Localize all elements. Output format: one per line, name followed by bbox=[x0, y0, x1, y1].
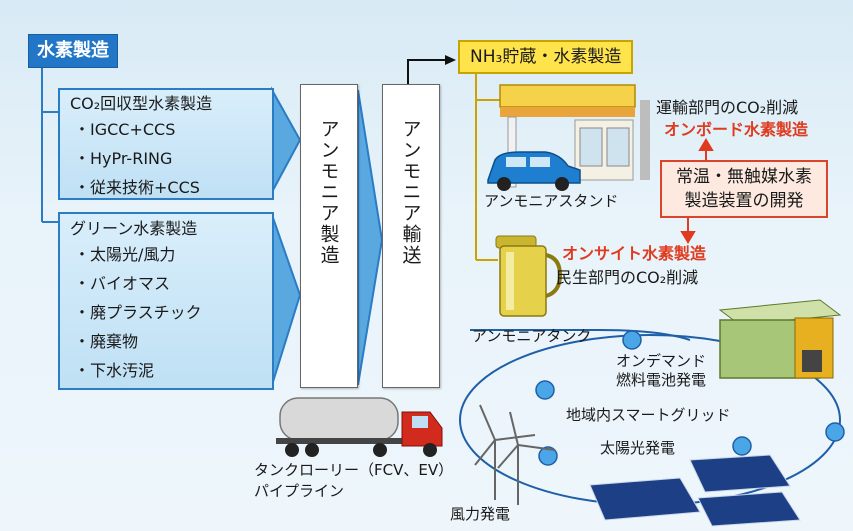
hydrogen-production-label: 水素製造 bbox=[37, 40, 109, 61]
green-item-1: ・太陽光/風力 bbox=[74, 245, 176, 264]
hydrogen-production-box: 水素製造 bbox=[28, 34, 118, 68]
tanker-truck-illustration bbox=[276, 397, 443, 457]
transport-co2-label: 運輸部門のCO₂削減 bbox=[656, 98, 799, 117]
arrow-to-nh3 bbox=[407, 59, 445, 85]
onboard-label: オンボード水素製造 bbox=[664, 120, 809, 139]
ammonia-transport-label: アンモニア輸送 bbox=[399, 119, 422, 266]
green-item-5: ・下水汚泥 bbox=[74, 361, 155, 380]
ammonia-stand-label: アンモニアスタンド bbox=[484, 192, 619, 210]
nh3-connector-lines bbox=[475, 70, 500, 261]
ondemand-line-1: オンデマンド bbox=[616, 352, 707, 370]
ondemand-line-2: 燃料電池発電 bbox=[616, 371, 707, 389]
device-red-arrows bbox=[680, 138, 714, 244]
grid-nodes bbox=[535, 330, 845, 466]
nh3-storage-box: NH₃貯蔵・水素製造 bbox=[458, 40, 634, 74]
device-development-box: 常温・無触媒水素 製造装置の開発 bbox=[660, 160, 828, 218]
green-hydrogen-panel: グリーン水素製造 ・太陽光/風力 ・バイオマス ・廃プラスチック ・廃棄物 ・下… bbox=[58, 212, 274, 390]
hydrogen-tree-lines bbox=[41, 62, 58, 223]
device-line-2: 製造装置の開発 bbox=[684, 191, 804, 211]
residential-co2-label: 民生部門のCO₂削減 bbox=[556, 268, 699, 287]
ammonia-transport-column: アンモニア輸送 bbox=[382, 84, 440, 388]
wind-label: 風力発電 bbox=[450, 505, 511, 523]
nh3-storage-label: NH₃貯蔵・水素製造 bbox=[470, 47, 622, 67]
solar-label: 太陽光発電 bbox=[600, 439, 676, 457]
co2-item-3: ・従来技術+CCS bbox=[74, 178, 200, 197]
solar-panels bbox=[589, 454, 801, 527]
green-item-2: ・バイオマス bbox=[74, 274, 171, 293]
tanker-label: タンクローリー（FCV、EV） パイプライン bbox=[254, 460, 453, 502]
co2-item-1: ・IGCC+CCS bbox=[74, 120, 176, 139]
onsite-label: オンサイト水素製造 bbox=[562, 244, 707, 263]
ammonia-tank-label: アンモニアタンク bbox=[472, 327, 592, 345]
green-item-3: ・廃プラスチック bbox=[74, 303, 202, 322]
fuel-cell-illustration bbox=[718, 299, 842, 379]
ammonia-tank-illustration bbox=[495, 235, 563, 317]
ondemand-label: オンデマンド 燃料電池発電 bbox=[616, 352, 706, 390]
arrow-between-columns bbox=[357, 89, 384, 386]
gas-station-illustration bbox=[487, 84, 650, 191]
arrow-green-panel bbox=[271, 214, 302, 386]
ammonia-production-label: アンモニア製造 bbox=[317, 119, 340, 266]
wind-turbines bbox=[474, 404, 556, 505]
tanker-line-2: パイプライン bbox=[254, 482, 345, 500]
arrow-co2-panel bbox=[271, 86, 302, 193]
device-line-1: 常温・無触媒水素 bbox=[676, 167, 812, 187]
green-item-4: ・廃棄物 bbox=[74, 332, 139, 351]
co2-capture-heading: CO₂回収型水素製造 bbox=[70, 94, 213, 113]
co2-capture-panel: CO₂回収型水素製造 ・IGCC+CCS ・HyPr-RING ・従来技術+CC… bbox=[58, 88, 274, 200]
tanker-line-1: タンクローリー（FCV、EV） bbox=[254, 461, 454, 479]
ammonia-production-column: アンモニア製造 bbox=[300, 84, 358, 388]
smart-grid-label: 地域内スマートグリッド bbox=[566, 406, 731, 424]
green-hydrogen-heading: グリーン水素製造 bbox=[70, 219, 198, 238]
co2-item-2: ・HyPr-RING bbox=[74, 149, 173, 168]
